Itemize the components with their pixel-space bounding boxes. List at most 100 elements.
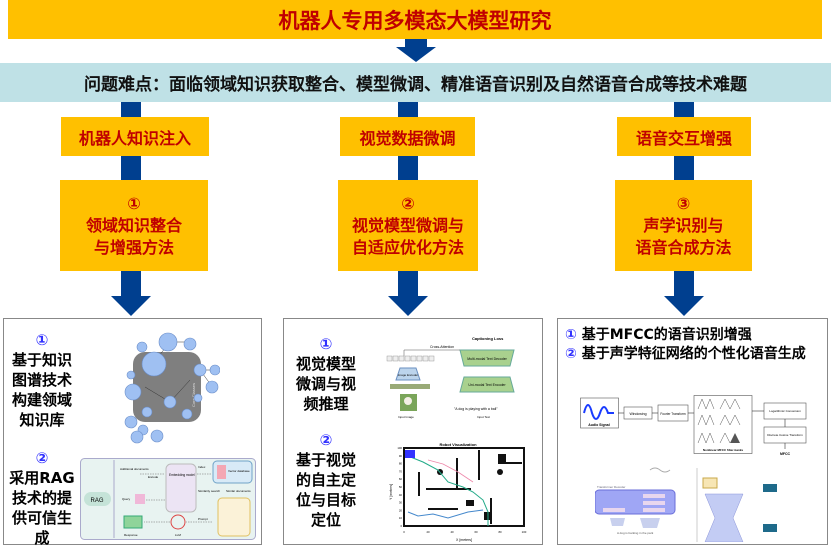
x-tick-label: 0 xyxy=(403,530,405,534)
item-line: 采用RAG xyxy=(9,469,75,487)
coca-text: "A dog is playing with a ball" xyxy=(454,407,498,411)
rag-text: Similar documents xyxy=(226,489,251,493)
panel1-item1: ① 基于知识 图谱技术 构建领域 知识库 xyxy=(8,330,76,430)
column-label-vision: 视觉数据微调 xyxy=(340,117,475,156)
item-line: 构建领域 xyxy=(11,391,72,409)
arrow-shaft xyxy=(405,39,427,48)
rag-text: Response xyxy=(124,533,138,537)
rag-text: LLM xyxy=(175,533,181,537)
y-tick-label: 30 xyxy=(399,501,403,505)
mfcc-text: Nonlinear MFCC filter-banks xyxy=(703,448,744,452)
encoder-box xyxy=(459,376,515,393)
arrow-shaft xyxy=(398,271,418,297)
spectrogram-icon xyxy=(763,484,777,492)
y-axis-label: Y [meters] xyxy=(389,484,393,500)
item-number: ① xyxy=(35,331,49,349)
item-number: ② xyxy=(35,449,49,467)
cluster-label: Core Classes xyxy=(191,383,196,407)
x-axis-label: X [meters] xyxy=(456,538,472,542)
coca-text: Input Image xyxy=(398,415,414,419)
y-tick-label: 60 xyxy=(399,477,403,481)
item-line: 微调与视 xyxy=(295,375,356,393)
plot-title: Robot Visualization xyxy=(439,442,477,447)
item-line: 基于视觉 xyxy=(295,451,356,469)
spectrogram-icon xyxy=(763,524,777,532)
x-tick-label: 80 xyxy=(498,530,502,534)
panel2-item1: ① 视觉模型 微调与视 频推理 xyxy=(292,334,360,414)
decoder-box xyxy=(459,349,515,367)
image-encoder-box xyxy=(395,367,421,381)
item-number: ① xyxy=(565,327,577,343)
mfcc-text: Logarithmic Conversion xyxy=(769,409,801,413)
item-text: 基于声学特征网络的个性化语音生成 xyxy=(581,346,806,362)
down-arrow-icon xyxy=(111,296,151,316)
method-number: ① xyxy=(127,193,141,213)
rag-label: RAG xyxy=(90,498,103,504)
item-line: 基于知识 xyxy=(11,351,72,369)
method-box-knowledge: ① 领域知识整合 与增强方法 xyxy=(60,180,208,271)
captioning-figure: Captioning Loss Multi-modal Text Decoder… xyxy=(386,336,515,419)
embedding-box xyxy=(165,463,197,513)
y-tick-label: 10 xyxy=(399,516,403,520)
main-title: 机器人专用多模态大模型研究 xyxy=(8,0,822,39)
item-line: 知识库 xyxy=(19,411,65,429)
rag-badge xyxy=(84,492,111,506)
y-tick-label: 70 xyxy=(399,469,403,473)
y-tick-label: 80 xyxy=(399,462,403,466)
item-line: 成 xyxy=(34,529,50,547)
rag-figure: RAG Additional documents Encode Embeddin… xyxy=(80,458,256,540)
unet-block xyxy=(704,493,744,542)
method-line: 领域知识整合 xyxy=(85,215,182,235)
mfcc-text: Audio Signal xyxy=(588,423,609,427)
coca-text: Input Text xyxy=(477,415,490,419)
item-number: ② xyxy=(565,346,577,362)
rag-text: Vector database xyxy=(228,469,250,473)
coca-text: Cross-Attention xyxy=(430,345,454,349)
item-line: 视觉模型 xyxy=(295,355,356,373)
column-label-knowledge: 机器人知识注入 xyxy=(61,117,209,156)
method-number: ② xyxy=(401,193,415,213)
rag-text: Prompt xyxy=(198,517,208,521)
mfcc-text: MFCC xyxy=(780,452,791,456)
arrow-shaft xyxy=(674,271,694,297)
knowledge-graph-figure: Core Classes xyxy=(124,332,220,444)
mfcc-text: Discrete Cosine Transform xyxy=(767,433,803,437)
y-tick-label: 90 xyxy=(399,454,403,458)
speech-synthesis-figure: Transformer Decoder A dog is barking in … xyxy=(595,467,777,542)
mfcc-pipeline-figure: Audio Signal Windowing Fourier Transform… xyxy=(580,395,807,456)
item-line: 供可信生 xyxy=(11,509,72,527)
rag-text: Embedding model xyxy=(169,473,195,477)
down-arrow-icon xyxy=(388,296,428,316)
method-box-vision: ② 视觉模型微调与 自适应优化方法 xyxy=(338,180,478,271)
rag-text: Encode xyxy=(148,475,159,479)
method-number: ③ xyxy=(676,193,691,213)
y-tick-label: 20 xyxy=(399,508,403,512)
item-text: 基于MFCC的语音识别增强 xyxy=(581,327,752,343)
rag-text: Query xyxy=(122,497,131,501)
item-number: ② xyxy=(319,431,333,449)
robot-map-figure: Robot Visualization 01020304050607080901… xyxy=(389,442,527,542)
panel1-item2: ② 采用RAG 技术的提 供可信生 成 xyxy=(6,448,78,548)
rag-text: Index xyxy=(198,465,206,469)
panel3-item2: ② 基于声学特征网络的个性化语音生成 xyxy=(565,345,823,364)
method-line: 声学识别与 xyxy=(643,215,724,235)
coca-text: Captioning Loss xyxy=(472,336,504,341)
panel3-item1: ① 基于MFCC的语音识别增强 xyxy=(565,326,823,344)
x-tick-label: 100 xyxy=(522,530,527,534)
column-label-speech: 语音交互增强 xyxy=(617,117,751,156)
x-tick-label: 40 xyxy=(450,530,454,534)
method-box-speech: ③ 声学识别与 语音合成方法 xyxy=(615,180,752,271)
tts-text: Transformer Decoder xyxy=(597,485,625,489)
x-tick-label: 20 xyxy=(426,530,430,534)
method-line: 自适应优化方法 xyxy=(351,237,464,257)
method-line: 语音合成方法 xyxy=(635,237,732,257)
y-tick-label: 100 xyxy=(397,446,402,450)
mfcc-text: Windowing xyxy=(629,412,646,416)
item-line: 频推理 xyxy=(303,395,349,413)
mfcc-text: Fourier Transform xyxy=(660,412,686,416)
down-arrow-icon xyxy=(396,47,436,62)
item-line: 位与目标 xyxy=(295,491,356,509)
item-line: 技术的提 xyxy=(11,489,72,507)
rag-text: Additional documents xyxy=(120,467,149,471)
method-line: 与增强方法 xyxy=(93,237,174,257)
